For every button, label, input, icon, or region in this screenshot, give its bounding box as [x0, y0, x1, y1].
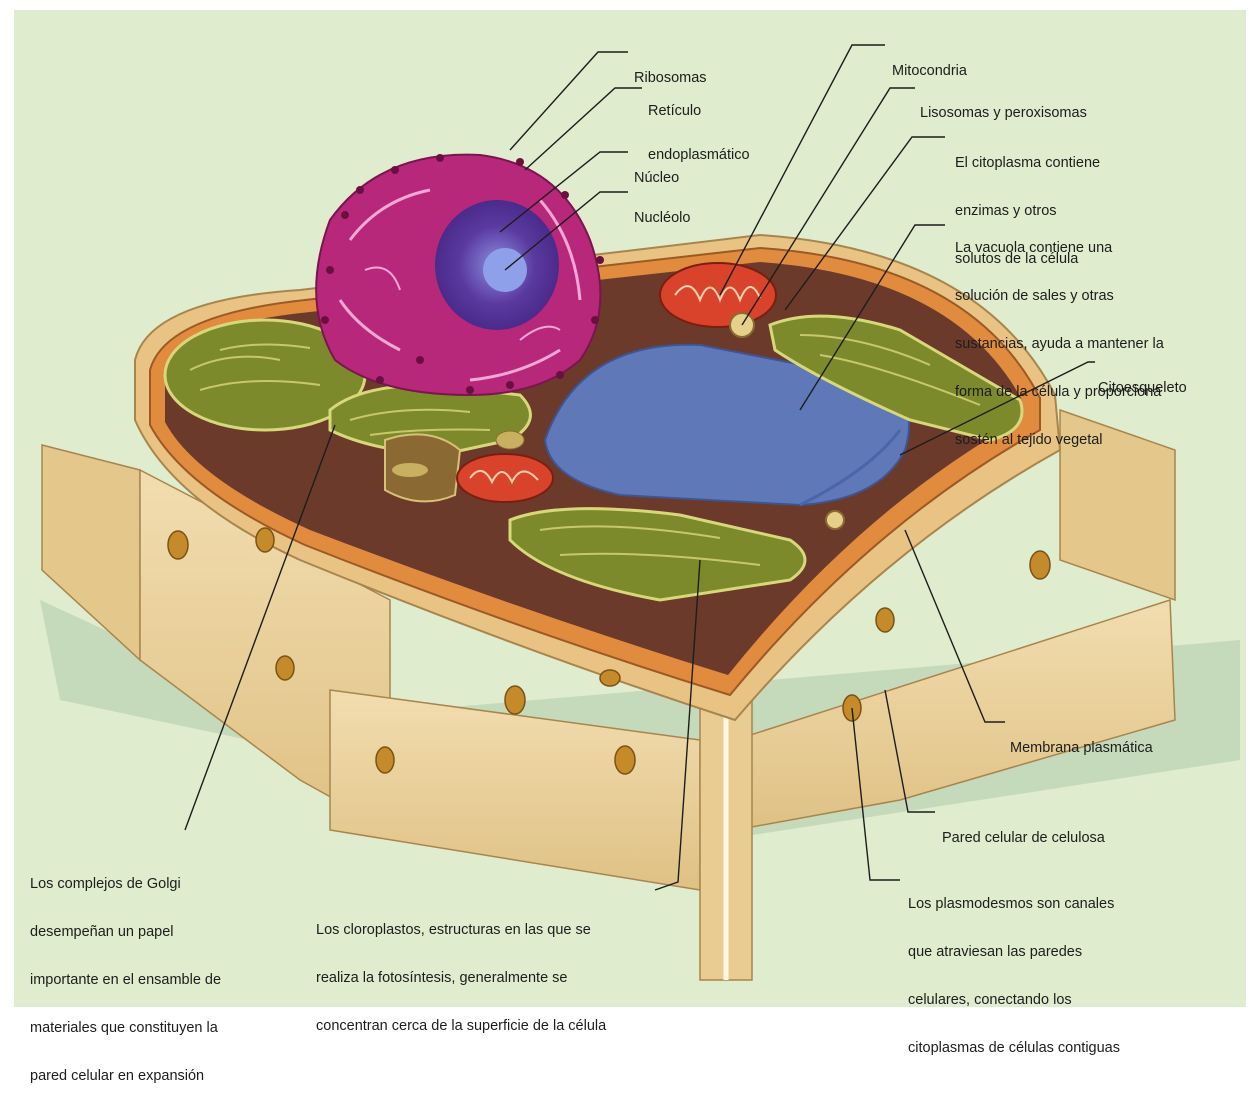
label-cloroplastos-line-3: concentran cerca de la superficie de la …: [316, 1014, 606, 1038]
label-vacuola: La vacuola contiene una solución de sale…: [955, 212, 1164, 476]
label-pared: Pared celular de celulosa: [942, 802, 1105, 874]
label-golgi-line-2: desempeñan un papel: [30, 920, 221, 944]
label-lisosomas-line: Lisosomas y peroxisomas: [920, 101, 1087, 125]
label-plasmodesmos-line-4: citoplasmas de células contiguas: [908, 1036, 1120, 1060]
label-citoesqueleto: Citoesqueleto: [1098, 352, 1187, 424]
label-cloroplastos-line-1: Los cloroplastos, estructuras en las que…: [316, 918, 606, 942]
label-plasmodesmos-line-2: que atraviesan las paredes: [908, 940, 1120, 964]
label-cloroplastos-line-2: realiza la fotosíntesis, generalmente se: [316, 966, 606, 990]
label-golgi-line-4: materiales que constituyen la: [30, 1016, 221, 1040]
label-plasmodesmos: Los plasmodesmos son canales que atravie…: [908, 868, 1120, 1084]
mitochondrion-bottom: [457, 454, 553, 502]
label-vacuola-line-2: solución de sales y otras: [955, 284, 1164, 308]
label-vacuola-line-5: sostén al tejido vegetal: [955, 428, 1164, 452]
label-golgi-line-1: Los complejos de Golgi: [30, 872, 221, 896]
frame-left: [0, 0, 14, 1007]
label-membrana: Membrana plasmática: [1010, 712, 1153, 784]
label-plasmodesmos-line-1: Los plasmodesmos son canales: [908, 892, 1120, 916]
label-golgi: Los complejos de Golgi desempeñan un pap…: [30, 848, 221, 1112]
diagram-stage: Ribosomas Retículo endoplasmático Núcleo…: [0, 0, 1249, 1007]
label-plasmodesmos-line-3: celulares, conectando los: [908, 988, 1120, 1012]
label-reticulo-line-1: Retículo: [648, 100, 750, 122]
label-nucleolo-line: Nucléolo: [634, 206, 690, 230]
label-golgi-line-3: importante en el ensamble de: [30, 968, 221, 992]
peroxisome: [826, 511, 844, 529]
label-golgi-line-5: pared celular en expansión: [30, 1064, 221, 1088]
label-citoesqueleto-line: Citoesqueleto: [1098, 376, 1187, 400]
label-vacuola-line-1: La vacuola contiene una: [955, 236, 1164, 260]
label-cloroplastos: Los cloroplastos, estructuras en las que…: [316, 894, 606, 1062]
label-pared-line: Pared celular de celulosa: [942, 826, 1105, 850]
label-membrana-line: Membrana plasmática: [1010, 736, 1153, 760]
label-citoplasma-line-1: El citoplasma contiene: [955, 151, 1100, 175]
label-nucleolo: Nucléolo: [634, 182, 690, 254]
mitochondrion-top: [660, 263, 776, 327]
